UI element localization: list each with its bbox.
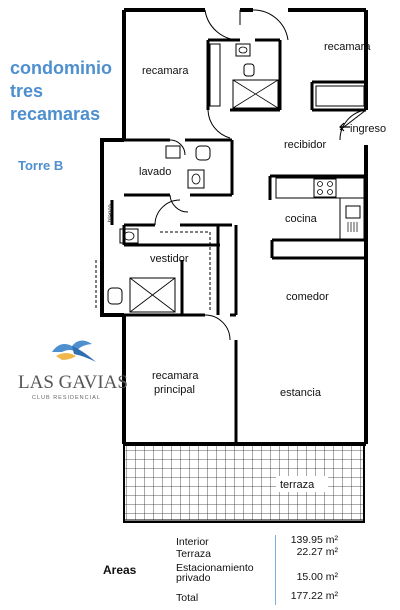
shower-1-drain (232, 79, 279, 109)
area-value-estacionamiento: 15.00 m² (296, 571, 338, 583)
area-label-privado: privado (176, 572, 211, 584)
shower-1 (232, 79, 279, 109)
label-lavado: lavado (139, 166, 171, 178)
shower-2 (129, 277, 176, 313)
doors (154, 9, 367, 341)
label-recamara-left: recamara (142, 65, 189, 77)
label-terraza: terraza (280, 479, 315, 491)
title-line-1: condominio (10, 58, 112, 78)
areas-divider (275, 535, 276, 605)
area-value-interior: 139.95 m² (290, 534, 338, 546)
washer (165, 145, 181, 159)
closet-left (209, 43, 221, 107)
area-label-terraza: Terraza (176, 548, 212, 560)
gull-logo-icon (52, 340, 96, 362)
label-recamara-principal-2: principal (154, 384, 195, 396)
area-value-terraza: 22.27 m² (296, 546, 338, 558)
area-value-total: 177.22 m² (290, 590, 338, 602)
lavado-sink (187, 169, 205, 189)
title-line-2: tres (10, 81, 44, 101)
logo-subtitle: CLUB RESIDENCIAL (32, 395, 101, 401)
outer-walls (100, 8, 368, 446)
title-line-3: recamaras (10, 104, 101, 124)
area-label-total: Total (176, 592, 199, 604)
toilet-3 (107, 287, 123, 305)
interior-walls (110, 38, 366, 444)
sink-1 (235, 43, 251, 57)
logo-name: LAS GAVIAS (18, 372, 128, 393)
area-label-estacionamiento: Estacionamiento (176, 562, 254, 574)
shower-2-drain (129, 277, 176, 313)
label-recamara-right: recamara (324, 41, 371, 53)
tower-label: Torre B (18, 158, 64, 173)
area-label-interior: Interior (176, 536, 209, 548)
kitchen-sink (345, 205, 361, 219)
entrance-arrow-icon (339, 122, 350, 132)
label-comedor: comedor (286, 291, 329, 303)
label-ingreso: ingreso (350, 123, 386, 135)
label-recamara-principal-1: recamara (152, 370, 199, 382)
toilet-1 (243, 63, 255, 77)
label-vestidor: vestidor (150, 253, 189, 265)
dish-rack (347, 222, 358, 232)
closet-right (315, 85, 365, 107)
label-estancia: estancia (280, 387, 322, 399)
label-recibidor: recibidor (284, 139, 327, 151)
toilet-2 (195, 145, 211, 161)
vestidor-rail (160, 231, 211, 312)
sink-2 (119, 228, 139, 244)
stove (313, 178, 337, 198)
terrace-label-bg (276, 476, 328, 492)
label-cocina: cocina (285, 213, 318, 225)
label-blanco: blanco (108, 204, 114, 222)
areas-heading: Areas (103, 563, 137, 577)
kitchen-counter (275, 177, 365, 199)
kitchen-counter-side (339, 197, 365, 241)
terrace-edge (123, 444, 365, 523)
